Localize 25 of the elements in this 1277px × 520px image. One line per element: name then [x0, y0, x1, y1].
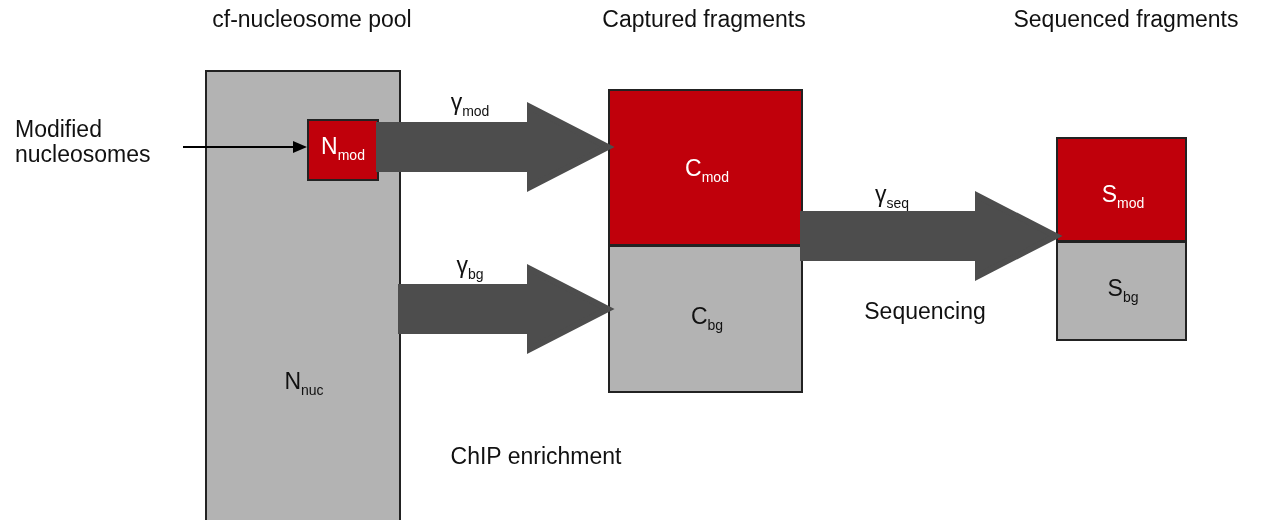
- modified-fraction-box: [1056, 137, 1187, 242]
- node-label: C$_{mod}$: [685, 156, 729, 186]
- block-arrow: [800, 191, 1063, 281]
- background-fraction-box: [1056, 241, 1187, 341]
- column-heading: Sequenced fragments: [1013, 7, 1239, 33]
- annotation-text: Modified nucleosomes: [15, 117, 152, 168]
- node-label: N$_{nuc}$: [284, 369, 324, 399]
- node-label: S$_{mod}$: [1101, 182, 1145, 212]
- column-heading: cf-nucleosome pool: [212, 7, 412, 33]
- step-label: Sequencing: [864, 299, 986, 325]
- edge-label: γ$_{seq}$: [874, 182, 910, 212]
- edge-label: γ$_{bg}$: [456, 253, 484, 283]
- modified-fraction-box: [608, 89, 803, 246]
- background-fraction-box: [608, 245, 803, 393]
- block-arrow: [398, 264, 615, 354]
- block-arrow: [376, 102, 615, 192]
- node-label: C$_{bg}$: [690, 304, 724, 334]
- column-heading: Captured fragments: [602, 7, 806, 33]
- leader-arrow: [182, 141, 307, 153]
- modified-fraction-box: [307, 119, 379, 181]
- node-label: S$_{bg}$: [1107, 276, 1139, 306]
- step-label: ChIP enrichment: [450, 444, 622, 470]
- background-fraction-box: [205, 70, 401, 520]
- node-label: N$_{mod}$: [321, 134, 365, 164]
- edge-label: γ$_{mod}$: [450, 90, 490, 120]
